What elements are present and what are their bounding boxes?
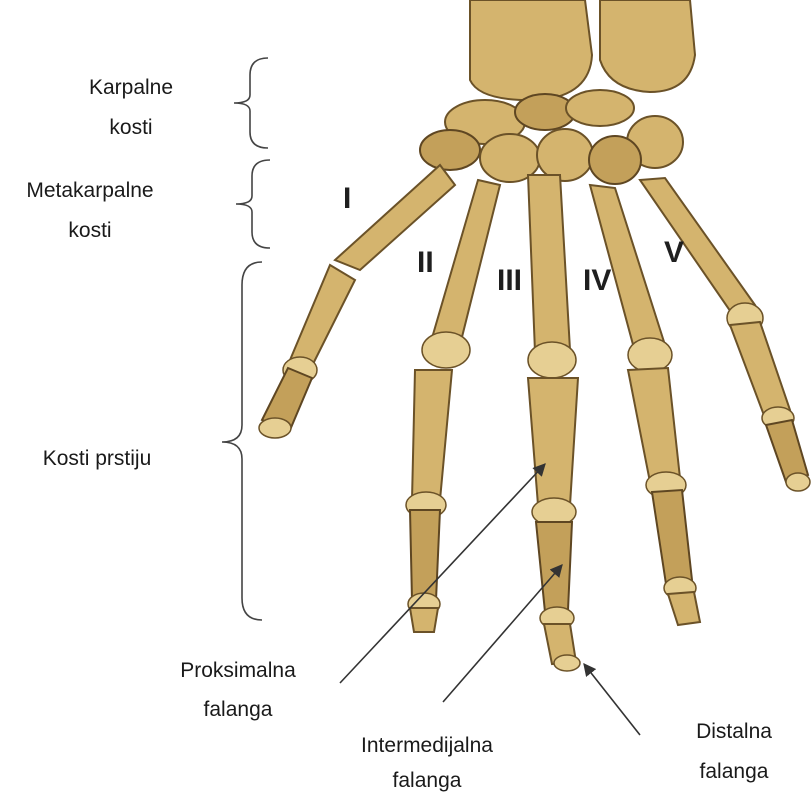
braces (222, 58, 270, 620)
hand-skeleton (259, 0, 810, 671)
forearm-bones (470, 0, 695, 100)
metacarpal-brace (236, 160, 270, 248)
label-metacarpal-line2: kosti (68, 219, 111, 242)
label-distal-line2: falanga (700, 760, 769, 783)
label-proximal-line1: Proksimalna (180, 659, 296, 682)
label-intermediate-line1: Intermedijalna (361, 734, 493, 757)
label-carpal-line1: Karpalne (89, 76, 173, 99)
numeral-iii: III (497, 264, 522, 297)
distal-arrow (584, 664, 640, 735)
numeral-v: V (664, 236, 684, 269)
pointer-arrows (340, 464, 640, 735)
numeral-i: I (343, 182, 351, 215)
intermediate-arrow (443, 565, 562, 702)
metacarpal-bones (335, 165, 763, 378)
carpal-brace (234, 58, 268, 148)
digits-brace (222, 262, 262, 620)
label-carpal-line2: kosti (109, 116, 152, 139)
numeral-ii: II (417, 246, 434, 279)
carpal-bones (420, 90, 683, 184)
label-metacarpal-line1: Metakarpalne (26, 179, 153, 202)
label-digits: Kosti prstiju (43, 447, 152, 470)
label-intermediate-line2: falanga (393, 769, 462, 792)
numeral-iv: IV (583, 264, 611, 297)
label-distal-line1: Distalna (696, 720, 772, 743)
label-proximal-line2: falanga (204, 698, 273, 721)
